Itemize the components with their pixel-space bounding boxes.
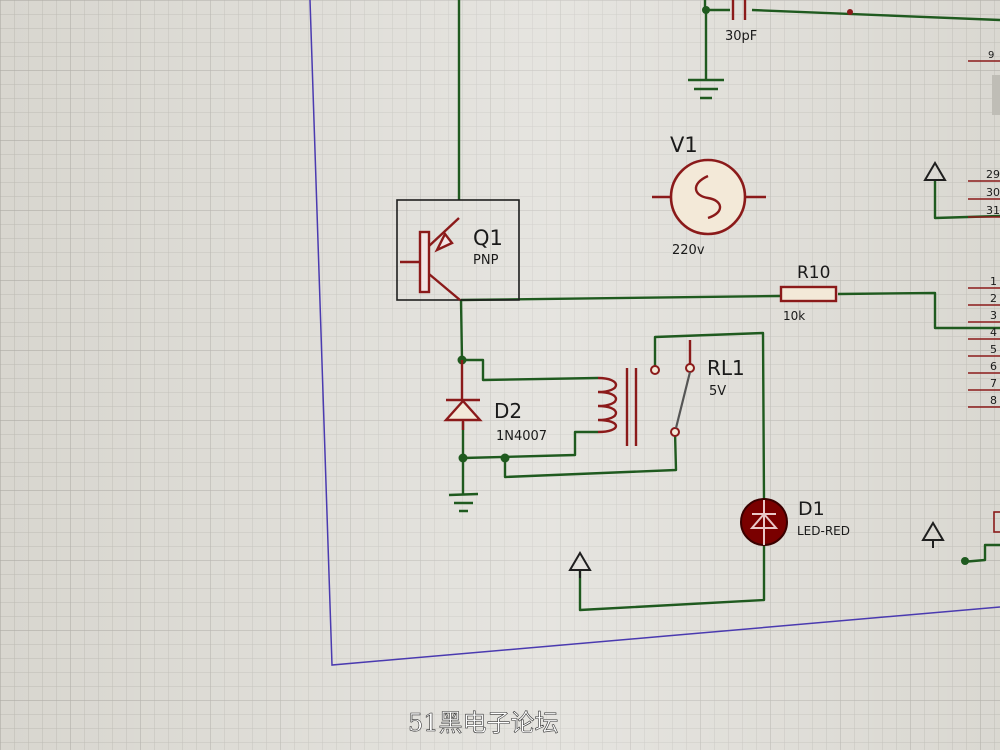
cap-value: 30pF <box>725 29 757 44</box>
ac-source-v1[interactable]: V1 220v <box>652 133 766 258</box>
d1-ref: D1 <box>798 498 825 520</box>
q1-base-bar <box>418 230 431 294</box>
resistor-r10[interactable]: R10 10k <box>779 263 838 323</box>
ic-pin-label: 31 <box>986 204 1000 217</box>
d2-value: 1N4007 <box>496 429 547 444</box>
rl1-ref: RL1 <box>707 356 745 380</box>
relay-contact-nc <box>650 365 660 375</box>
relay-core <box>625 368 638 446</box>
q1-outline <box>396 199 520 301</box>
ground-icon <box>448 492 479 513</box>
wire-coil-bottom[interactable] <box>462 430 598 460</box>
ic-edge <box>992 75 1000 115</box>
ic-pin-label: 30 <box>986 186 1000 199</box>
wire-led-supply[interactable] <box>578 545 766 612</box>
d2-ref: D2 <box>494 399 522 423</box>
junction-dot <box>702 6 710 14</box>
ic-pin-label: 5 <box>990 343 997 356</box>
relay-rl1[interactable]: RL1 5V <box>597 340 745 446</box>
q1-collector-leg <box>428 273 461 301</box>
ic-pin-label: 6 <box>990 360 997 373</box>
rl1-value: 5V <box>709 384 726 399</box>
q1-ref: Q1 <box>473 226 503 250</box>
ic-pin-label: 9 <box>988 50 994 61</box>
wire-node-coil[interactable] <box>462 358 599 382</box>
capacitor-30pf[interactable]: 30pF <box>725 0 757 44</box>
diode-d2[interactable]: D2 1N4007 <box>443 360 547 444</box>
ic-partial: 9 29 30 31 1 2 3 4 5 6 7 8 <box>968 50 1000 533</box>
sine-icon <box>694 174 722 220</box>
cap-plates <box>731 0 747 20</box>
d1-value: LED-RED <box>797 524 850 538</box>
junction-dot <box>458 453 468 463</box>
ground-icon <box>688 78 724 100</box>
transistor-q1[interactable]: Q1 PNP <box>396 199 520 301</box>
r10-body <box>779 285 838 303</box>
ic-pin-label: 8 <box>990 394 997 407</box>
power-arrow-icon <box>921 521 945 541</box>
r10-ref: R10 <box>797 263 830 283</box>
wire-q1-d2[interactable] <box>459 299 464 361</box>
ic-pin-label: 1 <box>990 275 997 288</box>
wire-r10-port[interactable] <box>837 291 1000 330</box>
ic-pin-label: 4 <box>990 326 997 339</box>
q1-value: PNP <box>473 253 499 268</box>
relay-contact-common <box>670 427 680 437</box>
ic-pin-label: 2 <box>990 292 997 305</box>
ic-edge-small <box>993 511 1000 533</box>
q1-emitter-leg <box>428 217 460 247</box>
pin-marker <box>847 9 853 15</box>
wire-relay-led[interactable] <box>653 331 766 501</box>
ic-pin-label: 7 <box>990 377 997 390</box>
v1-ref: V1 <box>670 133 698 157</box>
led-d1[interactable]: D1 LED-RED <box>740 498 850 546</box>
power-arrow-icon <box>923 161 947 181</box>
junction-dot <box>961 557 969 565</box>
power-arrows <box>568 161 947 578</box>
junction-dot <box>500 453 510 463</box>
ic-pin-label: 3 <box>990 309 997 322</box>
led-triangle <box>749 512 779 529</box>
wire-switch-common[interactable] <box>503 431 678 479</box>
r10-value: 10k <box>783 309 805 323</box>
v1-value: 220v <box>672 243 705 258</box>
q1-emitter-arrow <box>434 231 454 253</box>
power-arrow-icon <box>568 551 592 571</box>
sheet-border <box>309 0 1000 666</box>
wire-cap-right[interactable] <box>751 8 1000 22</box>
junctions <box>457 6 969 565</box>
relay-switch-arm <box>674 371 692 429</box>
relay-contact-no <box>685 363 695 373</box>
relay-coil <box>597 376 618 434</box>
watermark: 51黑电子论坛 <box>408 709 559 737</box>
ic-pin-label: 29 <box>986 168 1000 181</box>
wire-lower-right[interactable] <box>961 543 1000 564</box>
